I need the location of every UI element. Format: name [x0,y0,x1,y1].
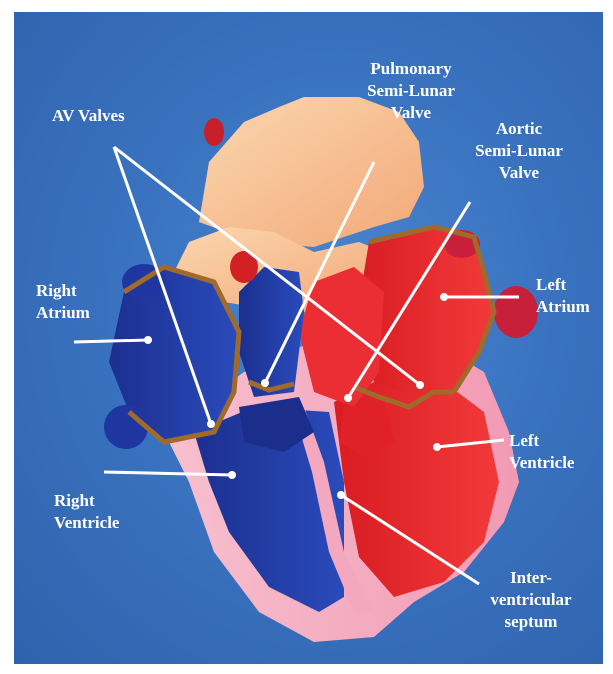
dot-av-left [416,381,424,389]
dot-aortic [344,394,352,402]
label-av-valves: AV Valves [52,105,125,127]
vessel-opening-top [204,118,224,146]
heart-diagram-panel: AV Valves Pulmonary Semi-Lunar Valve Aor… [14,12,603,664]
label-septum: Inter- ventricular septum [476,567,586,633]
dot-left-ventricle [433,443,441,451]
label-right-atrium: Right Atrium [36,280,90,324]
label-right-ventricle: Right Ventricle [54,490,119,534]
dot-right-atrium [144,336,152,344]
label-left-ventricle: Left Ventricle [509,430,574,474]
dot-left-atrium [440,293,448,301]
pointer-right-atrium [74,340,148,342]
dot-pulmonary [261,379,269,387]
label-aortic-valve: Aortic Semi-Lunar Valve [469,118,569,184]
dot-right-ventricle [228,471,236,479]
pulmonary-vein [494,286,538,338]
dot-septum [337,491,345,499]
label-pulmonary-valve: Pulmonary Semi-Lunar Valve [356,58,466,124]
right-atrium-lobe-bottom [104,405,148,449]
dot-av-right [207,420,215,428]
label-left-atrium: Left Atrium [536,274,590,318]
